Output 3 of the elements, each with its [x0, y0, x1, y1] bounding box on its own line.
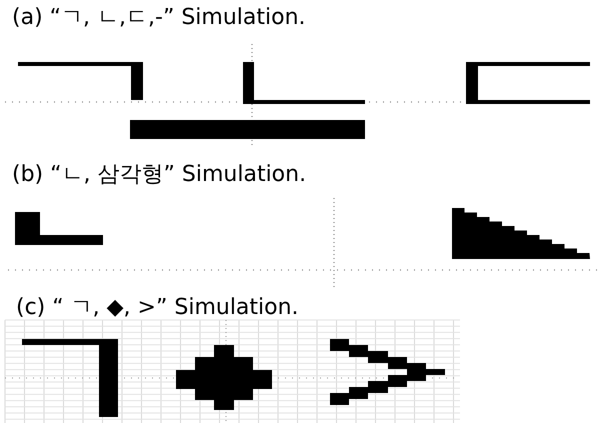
- panel-caption: (c) “ ㄱ, ◆, >” Simulation.: [16, 294, 299, 322]
- panel-caption: (b) “ㄴ, 삼각형” Simulation.: [12, 161, 306, 189]
- panel-caption: (a) “ㄱ, ㄴ,ㄷ,-” Simulation.: [12, 4, 306, 32]
